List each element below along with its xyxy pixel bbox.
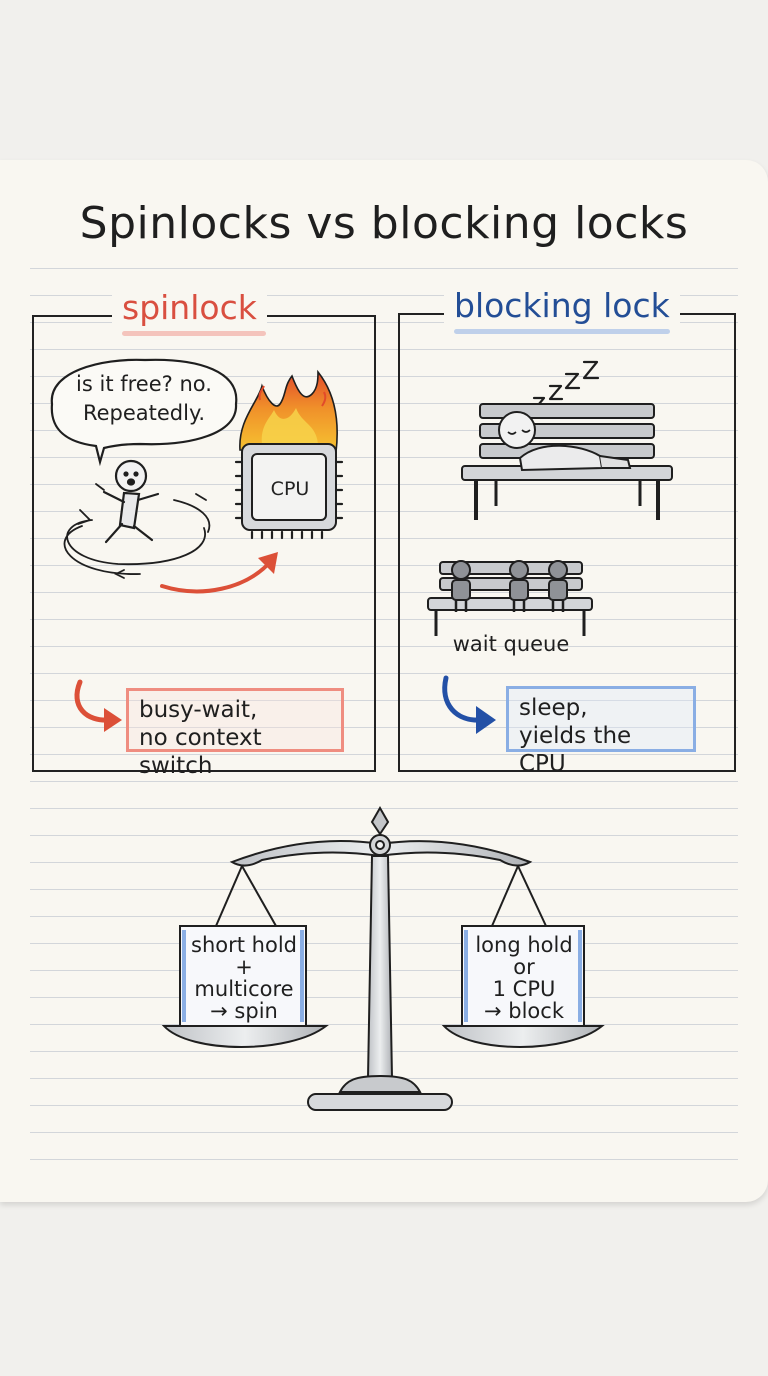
block-result-line-2: yields the CPU [519,723,632,777]
spinlock-heading: spinlock [112,288,267,327]
speech-bubble-text: is it free? no. Repeatedly. [58,370,230,428]
left-pan-line: short hold [191,933,297,957]
spinning-person-icon [102,459,160,544]
spin-to-cpu-arrowhead [258,552,278,574]
spin-result-line-1: busy-wait, [139,697,258,723]
cpu-chip-icon [234,443,344,540]
bench-sleeping-icon [461,403,673,520]
blocking-lock-heading: blocking lock [444,286,680,325]
cpu-label: CPU [270,478,310,500]
right-pan-line: → block [484,999,564,1023]
right-pan-label: long hold or 1 CPU → block [462,934,586,1022]
bubble-line-1: is it free? no. [76,372,212,396]
sleep-zzz-icon [532,360,600,412]
left-pan-line: → spin [210,999,278,1023]
wait-queue-label: wait queue [452,632,570,656]
spinlock-heading-underline [122,331,266,336]
balance-scale-icon [161,805,605,1111]
blocking-result-box: sleep, yields the CPU [506,686,696,777]
right-pan-line: or [513,955,535,979]
spin-to-cpu-arrow [160,558,274,594]
block-result-arrowhead [476,706,496,734]
page-title: Spinlocks vs blocking locks [79,198,689,249]
spin-result-arrowhead [104,708,122,732]
left-pan-line: + [235,955,253,979]
spin-result-line-2: no context switch [139,725,262,779]
left-pan-label: short hold + multicore → spin [182,934,306,1022]
right-pan-line: long hold [475,933,573,957]
spin-result-arrow [74,679,113,723]
fire-icon [239,369,338,453]
wait-queue-bench-icon [427,560,593,636]
block-result-line-1: sleep, [519,695,588,721]
motion-circles [63,483,211,579]
speech-bubble [50,358,238,467]
block-result-arrow [442,675,485,723]
spinlock-result-box: busy-wait, no context switch [126,688,344,779]
bubble-line-2: Repeatedly. [82,401,206,425]
left-pan-line: multicore [194,977,294,1001]
blocking-heading-underline [454,329,670,334]
right-pan-line: 1 CPU [492,977,556,1001]
